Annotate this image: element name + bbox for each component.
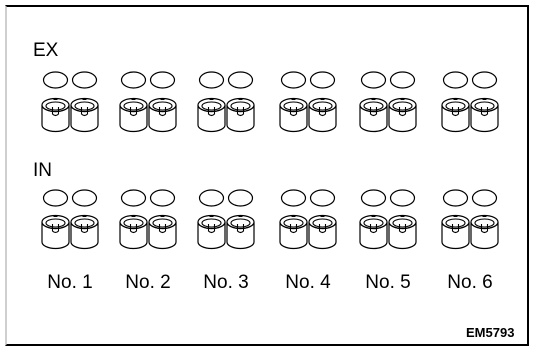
ex-lifter-2-1 — [119, 97, 148, 133]
cylinder-label-4: No. 4 — [285, 272, 331, 293]
ex-shim-5-2 — [389, 71, 416, 89]
cylinder-label-3: No. 3 — [203, 272, 248, 293]
ex-lifter-4-2 — [308, 97, 337, 133]
ex-shim-2-1 — [120, 71, 147, 89]
in-lifter-3-2 — [226, 214, 255, 250]
exhaust-row — [41, 71, 499, 133]
cylinder-labels: No. 1 No. 2 No. 3 No. 4 No. 5 No. 6 — [47, 272, 492, 293]
in-lifter-2-2 — [148, 214, 177, 250]
cylinder-label-6: No. 6 — [447, 272, 492, 293]
in-shim-3-1 — [198, 189, 225, 207]
ex-lifter-3-2 — [226, 97, 255, 133]
ex-lifter-5-2 — [388, 97, 417, 133]
figure-code: EM5793 — [466, 325, 514, 340]
ex-shim-6-2 — [471, 71, 498, 89]
ex-lifter-1-2 — [70, 97, 99, 133]
exhaust-label: EX — [33, 40, 59, 61]
ex-lifter-6-2 — [470, 97, 499, 133]
ex-shim-4-1 — [280, 71, 307, 89]
ex-lifter-3-1 — [197, 97, 226, 133]
in-shim-5-1 — [360, 189, 387, 207]
ex-lifter-6-1 — [441, 97, 470, 133]
ex-lifter-1-1 — [41, 97, 70, 133]
in-shim-1-1 — [42, 189, 69, 207]
cylinder-label-5: No. 5 — [365, 272, 410, 293]
ex-lifter-5-1 — [359, 97, 388, 133]
intake-label: IN — [33, 160, 52, 181]
cylinder-label-1: No. 1 — [47, 272, 92, 293]
in-lifter-5-1 — [359, 214, 388, 250]
ex-shim-3-2 — [227, 71, 254, 89]
ex-shim-1-1 — [42, 71, 69, 89]
intake-row — [41, 189, 499, 250]
in-shim-1-2 — [71, 189, 98, 207]
in-shim-3-2 — [227, 189, 254, 207]
ex-shim-2-2 — [149, 71, 176, 89]
ex-shim-4-2 — [309, 71, 336, 89]
in-shim-5-2 — [389, 189, 416, 207]
in-lifter-1-1 — [41, 214, 70, 250]
ex-shim-3-1 — [198, 71, 225, 89]
in-lifter-4-2 — [308, 214, 337, 250]
in-shim-6-2 — [471, 189, 498, 207]
in-lifter-2-1 — [119, 214, 148, 250]
ex-shim-5-1 — [360, 71, 387, 89]
in-lifter-1-2 — [70, 214, 99, 250]
in-lifter-6-1 — [441, 214, 470, 250]
ex-shim-6-1 — [442, 71, 469, 89]
ex-lifter-2-2 — [148, 97, 177, 133]
ex-shim-1-2 — [71, 71, 98, 89]
in-shim-2-2 — [149, 189, 176, 207]
in-lifter-3-1 — [197, 214, 226, 250]
figure-frame — [5, 5, 529, 346]
in-lifter-5-2 — [388, 214, 417, 250]
in-shim-2-1 — [120, 189, 147, 207]
in-shim-4-1 — [280, 189, 307, 207]
cylinder-label-2: No. 2 — [125, 272, 170, 293]
in-shim-4-2 — [309, 189, 336, 207]
in-lifter-6-2 — [470, 214, 499, 250]
ex-lifter-4-1 — [279, 97, 308, 133]
in-lifter-4-1 — [279, 214, 308, 250]
in-shim-6-1 — [442, 189, 469, 207]
